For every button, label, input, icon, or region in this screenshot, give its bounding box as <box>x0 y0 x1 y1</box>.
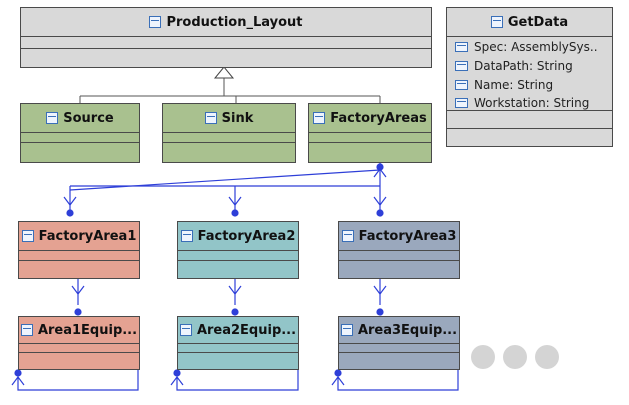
attribute-item[interactable]: Name: String <box>447 75 612 94</box>
class-name: Area1Equip... <box>37 322 138 338</box>
arrow-fanout <box>69 169 381 191</box>
class-area2equip[interactable]: Area2Equip... <box>177 316 299 370</box>
class-icon <box>180 230 193 242</box>
attribute-item[interactable]: Workstation: String <box>447 94 612 110</box>
class-name: GetData <box>507 14 569 30</box>
dot <box>535 345 559 369</box>
class-name: FactoryArea2 <box>197 228 296 244</box>
attributes-compartment <box>21 36 431 48</box>
class-icon <box>149 16 162 28</box>
class-factoryarea2[interactable]: FactoryArea2 <box>177 221 299 279</box>
generalization-line <box>79 78 381 103</box>
class-name: Production_Layout <box>166 14 303 30</box>
class-name: Source <box>63 110 114 126</box>
operations-compartment <box>447 110 612 128</box>
class-factoryarea3[interactable]: FactoryArea3 <box>338 221 460 279</box>
inheritance-arrowhead <box>213 66 235 79</box>
class-name: Area2Equip... <box>196 322 297 338</box>
class-area1equip[interactable]: Area1Equip... <box>18 316 140 370</box>
class-sink[interactable]: Sink <box>162 103 296 163</box>
class-name: FactoryArea3 <box>358 228 457 244</box>
dot <box>471 345 495 369</box>
dot <box>503 345 527 369</box>
class-name: FactoryArea1 <box>38 228 137 244</box>
class-icon <box>313 112 326 124</box>
self-loop-area3 <box>337 368 459 391</box>
class-factoryareas[interactable]: FactoryAreas <box>308 103 432 163</box>
class-icon <box>340 324 353 336</box>
composition-line-factoryareas <box>69 163 381 210</box>
class-name: Sink <box>221 110 254 126</box>
attribute-icon <box>455 60 468 71</box>
self-loop-area1 <box>17 368 139 391</box>
operations-compartment <box>21 48 431 60</box>
extra-compartment <box>447 128 612 146</box>
attributes-compartment: Spec: AssemblySys.. DataPath: String Nam… <box>447 36 612 110</box>
attribute-icon <box>455 41 468 52</box>
attribute-icon <box>455 97 468 108</box>
attribute-item[interactable]: Spec: AssemblySys.. <box>447 37 612 56</box>
class-icon <box>179 324 192 336</box>
class-name: FactoryAreas <box>330 110 427 126</box>
class-name: Area3Equip... <box>357 322 458 338</box>
attribute-item[interactable]: DataPath: String <box>447 56 612 75</box>
class-icon <box>490 16 503 28</box>
class-icon <box>46 112 59 124</box>
attribute-icon <box>455 79 468 90</box>
class-icon <box>341 230 354 242</box>
class-source[interactable]: Source <box>20 103 140 163</box>
class-area3equip[interactable]: Area3Equip... <box>338 316 460 370</box>
class-production-layout[interactable]: Production_Layout <box>20 7 432 68</box>
class-icon <box>21 230 34 242</box>
class-factoryarea1[interactable]: FactoryArea1 <box>18 221 140 279</box>
class-icon <box>204 112 217 124</box>
self-loop-area2 <box>176 368 299 391</box>
class-getdata[interactable]: GetData Spec: AssemblySys.. DataPath: St… <box>446 7 613 147</box>
class-icon <box>20 324 33 336</box>
